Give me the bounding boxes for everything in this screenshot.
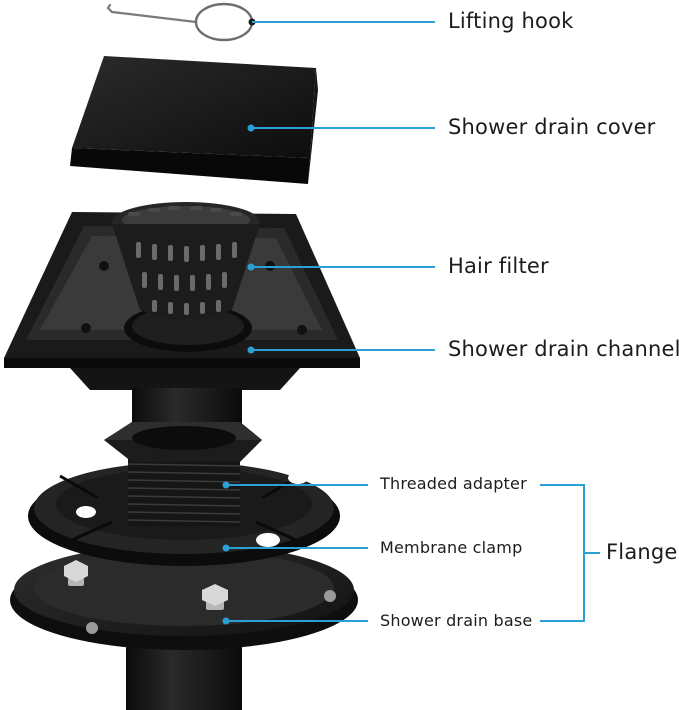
lifting-hook <box>106 2 256 42</box>
threaded-adapter <box>104 422 262 526</box>
hair-filter <box>112 202 260 319</box>
label-lifting-hook: Lifting hook <box>448 9 574 33</box>
flange-bracket <box>540 484 600 622</box>
label-hair-filter: Hair filter <box>448 254 549 278</box>
label-flange-group: Flange <box>606 540 678 564</box>
label-membrane-clamp: Membrane clamp <box>380 538 523 557</box>
shower-drain-base <box>10 544 358 710</box>
label-shower-drain-cover: Shower drain cover <box>448 115 656 139</box>
shower-drain-channel <box>4 212 360 390</box>
label-shower-drain-base: Shower drain base <box>380 611 533 630</box>
label-shower-drain-channel: Shower drain channel <box>448 337 679 361</box>
leader-lines <box>226 21 435 622</box>
label-threaded-adapter: Threaded adapter <box>380 474 527 493</box>
shower-drain-cover <box>70 56 318 184</box>
